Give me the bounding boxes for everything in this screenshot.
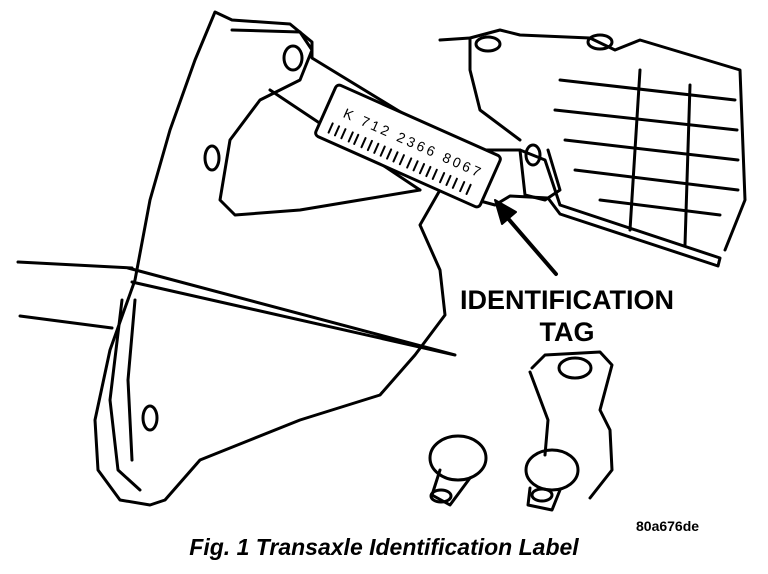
transaxle-case-outline [93,10,722,507]
support-line-bottom [18,314,114,330]
stud-left-nut [429,488,453,504]
housing-rib-3 [563,138,740,162]
housing-rib-2 [553,108,739,132]
callout-line-2: TAG [539,317,595,347]
bolt-hole-middle [203,144,221,172]
housing-rib-4 [573,168,740,192]
housing-rib-1 [558,78,737,102]
identification-tag-callout: IDENTIFICATION TAG [432,284,702,348]
case-flange-contour [218,28,422,217]
housing-bolt-right [586,33,614,51]
case-spike-rib [126,266,457,357]
mount-boss-side [528,370,550,457]
figure-caption: Fig. 1 Transaxle Identification Label [189,534,579,560]
stud-base-left [428,434,488,482]
bolt-hole-lower [141,404,159,432]
stud-right-nut [530,487,554,503]
case-inner-contour [108,298,142,492]
housing-bolt-left [474,35,502,53]
support-line-top [16,260,134,270]
callout-arrow-head [494,199,517,225]
mount-boss [530,350,614,500]
case-inner-contour-2 [126,298,137,462]
callout-arrow-line [503,213,558,276]
housing-mount [468,36,522,142]
housing-rib-v2 [683,83,692,247]
stud-base-right [524,448,580,492]
stud-right [526,486,562,512]
bracket [518,148,562,202]
tag-barcode [327,122,472,195]
housing-rib-5 [598,198,722,217]
callout-line-1: IDENTIFICATION [460,285,674,315]
identification-tag [314,83,502,209]
bolt-hole-upper [282,44,304,72]
mount-boss-hole [557,356,593,380]
bracket-hole [524,143,542,167]
housing-rib-v1 [628,68,642,232]
image-reference-code: 80a676de [636,518,700,534]
upper-housing [438,28,747,252]
stud-left [430,468,472,507]
